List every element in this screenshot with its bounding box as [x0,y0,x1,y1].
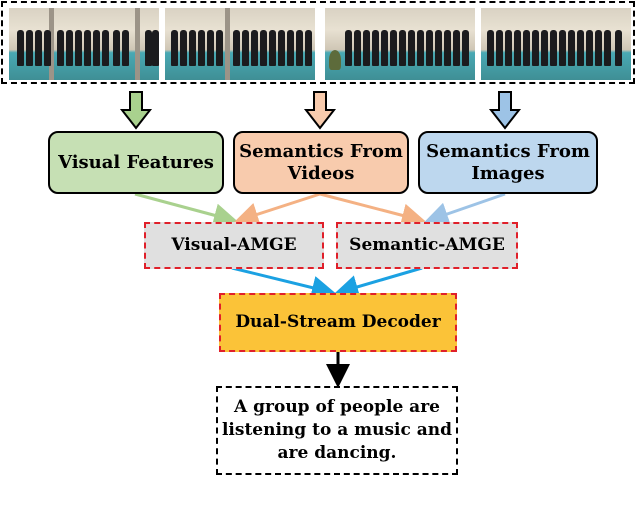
link-semantic-amge-to-decoder [334,266,423,299]
semantics-videos-label-line2: Videos [287,162,355,184]
semantics-videos-node: Semantics From Videos [233,131,409,194]
semantics-images-label-line2: Images [471,162,545,184]
output-caption-node: A group of people are listening to a mus… [216,386,458,475]
decoder-label: Dual-Stream Decoder [235,312,441,333]
caption-line-2: listening to a music and [221,420,453,441]
visual-features-node: Visual Features [48,131,224,194]
link-videos-to-visual-amge [234,192,321,226]
video-frame-4 [481,8,631,80]
semantics-images-node: Semantics From Images [418,131,598,194]
caption-line-3: are dancing. [277,442,397,463]
caption-line-1: A group of people are [234,397,440,418]
down-arrow-icon [303,91,337,130]
link-images-to-semantic-amge [424,192,506,226]
semantics-images-label-line1: Semantics From [426,140,590,162]
down-arrow-icon [488,91,522,130]
visual-amge-node: Visual-AMGE [144,222,324,269]
visual-amge-label: Visual-AMGE [171,235,297,256]
semantic-amge-label: Semantic-AMGE [349,235,505,256]
link-visual-to-visual-amge [134,192,238,227]
semantic-amge-node: Semantic-AMGE [336,222,518,269]
visual-features-label: Visual Features [58,151,214,173]
video-frame-3 [325,8,475,80]
video-frames-strip [1,1,635,84]
video-frame-2 [165,8,315,80]
dual-stream-decoder-node: Dual-Stream Decoder [219,293,457,352]
link-videos-to-semantic-amge [319,192,426,228]
semantics-videos-label-line1: Semantics From [239,140,403,162]
video-frame-1 [9,8,159,80]
down-arrow-icon [119,91,153,130]
link-visual-amge-to-decoder [231,266,336,300]
